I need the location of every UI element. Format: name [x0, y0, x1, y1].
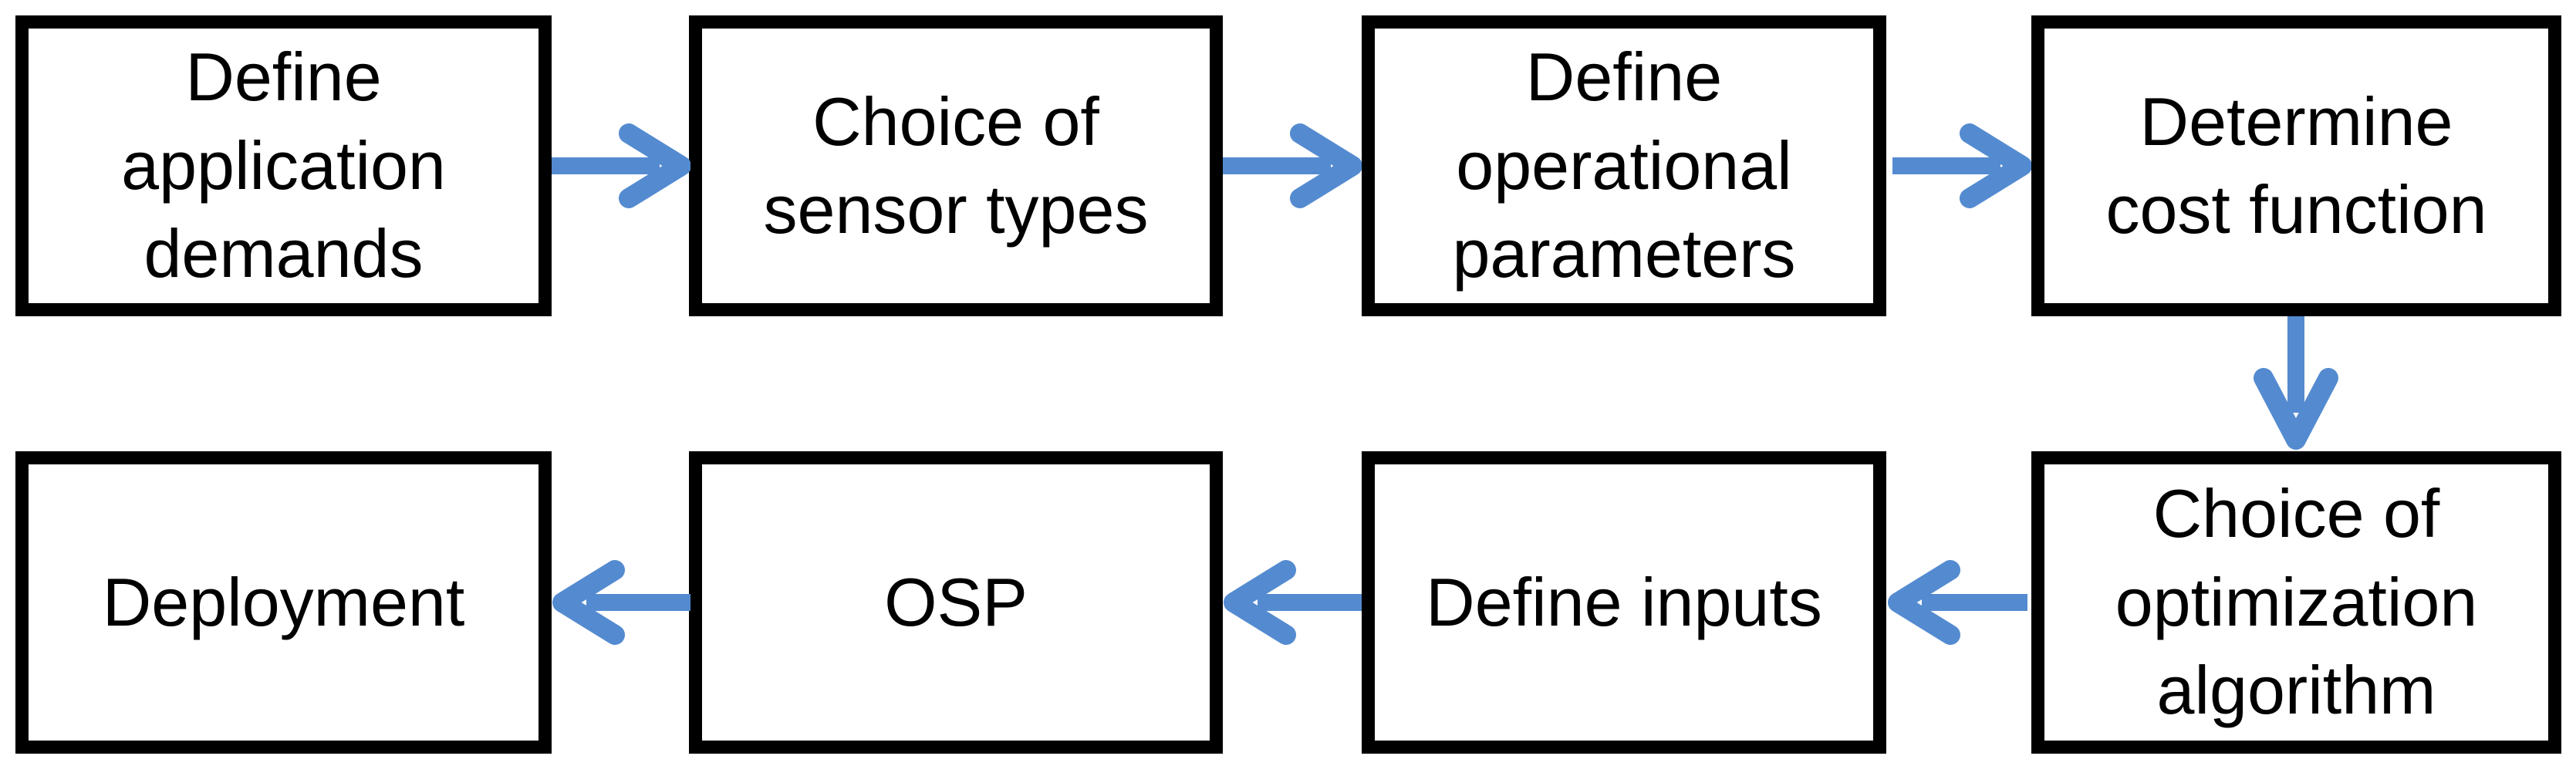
arrow-right-icon-operational-parameters-to-cost-function — [1892, 123, 2031, 208]
flow-box-label: Define application demands — [121, 39, 446, 292]
arrow-right-icon-sensor-types-to-operational-parameters — [1223, 123, 1362, 208]
flow-box-label: Define operational parameters — [1452, 39, 1796, 292]
flow-box-label: Deployment — [102, 563, 465, 640]
flow-box-choice-of-optimization-algorithm: Choice of optimization algorithm — [2031, 451, 2561, 754]
flow-box-osp: OSP — [689, 451, 1223, 754]
flow-box-label: OSP — [884, 563, 1028, 640]
flow-box-define-operational-parameters: Define operational parameters — [1362, 15, 1886, 316]
flow-box-label: Determine cost function — [2105, 83, 2487, 248]
arrow-left-icon-osp-to-deployment — [552, 560, 690, 645]
flow-box-label: Choice of optimization algorithm — [2115, 475, 2478, 729]
flow-box-label: Define inputs — [1426, 563, 1822, 640]
arrow-left-icon-optimization-algorithm-to-define-inputs — [1888, 560, 2027, 645]
arrow-left-icon-define-inputs-to-osp — [1224, 560, 1362, 645]
flow-box-define-application-demands: Define application demands — [15, 15, 552, 316]
flow-box-label: Choice of sensor types — [763, 83, 1149, 248]
arrow-down-icon-cost-function-to-optimization-algorithm — [2254, 316, 2338, 450]
flow-box-deployment: Deployment — [15, 451, 552, 754]
flow-box-determine-cost-function: Determine cost function — [2031, 15, 2561, 316]
flow-box-choice-of-sensor-types: Choice of sensor types — [689, 15, 1223, 316]
flow-box-define-inputs: Define inputs — [1362, 451, 1886, 754]
arrow-right-icon-demands-to-sensor-types — [552, 123, 690, 208]
